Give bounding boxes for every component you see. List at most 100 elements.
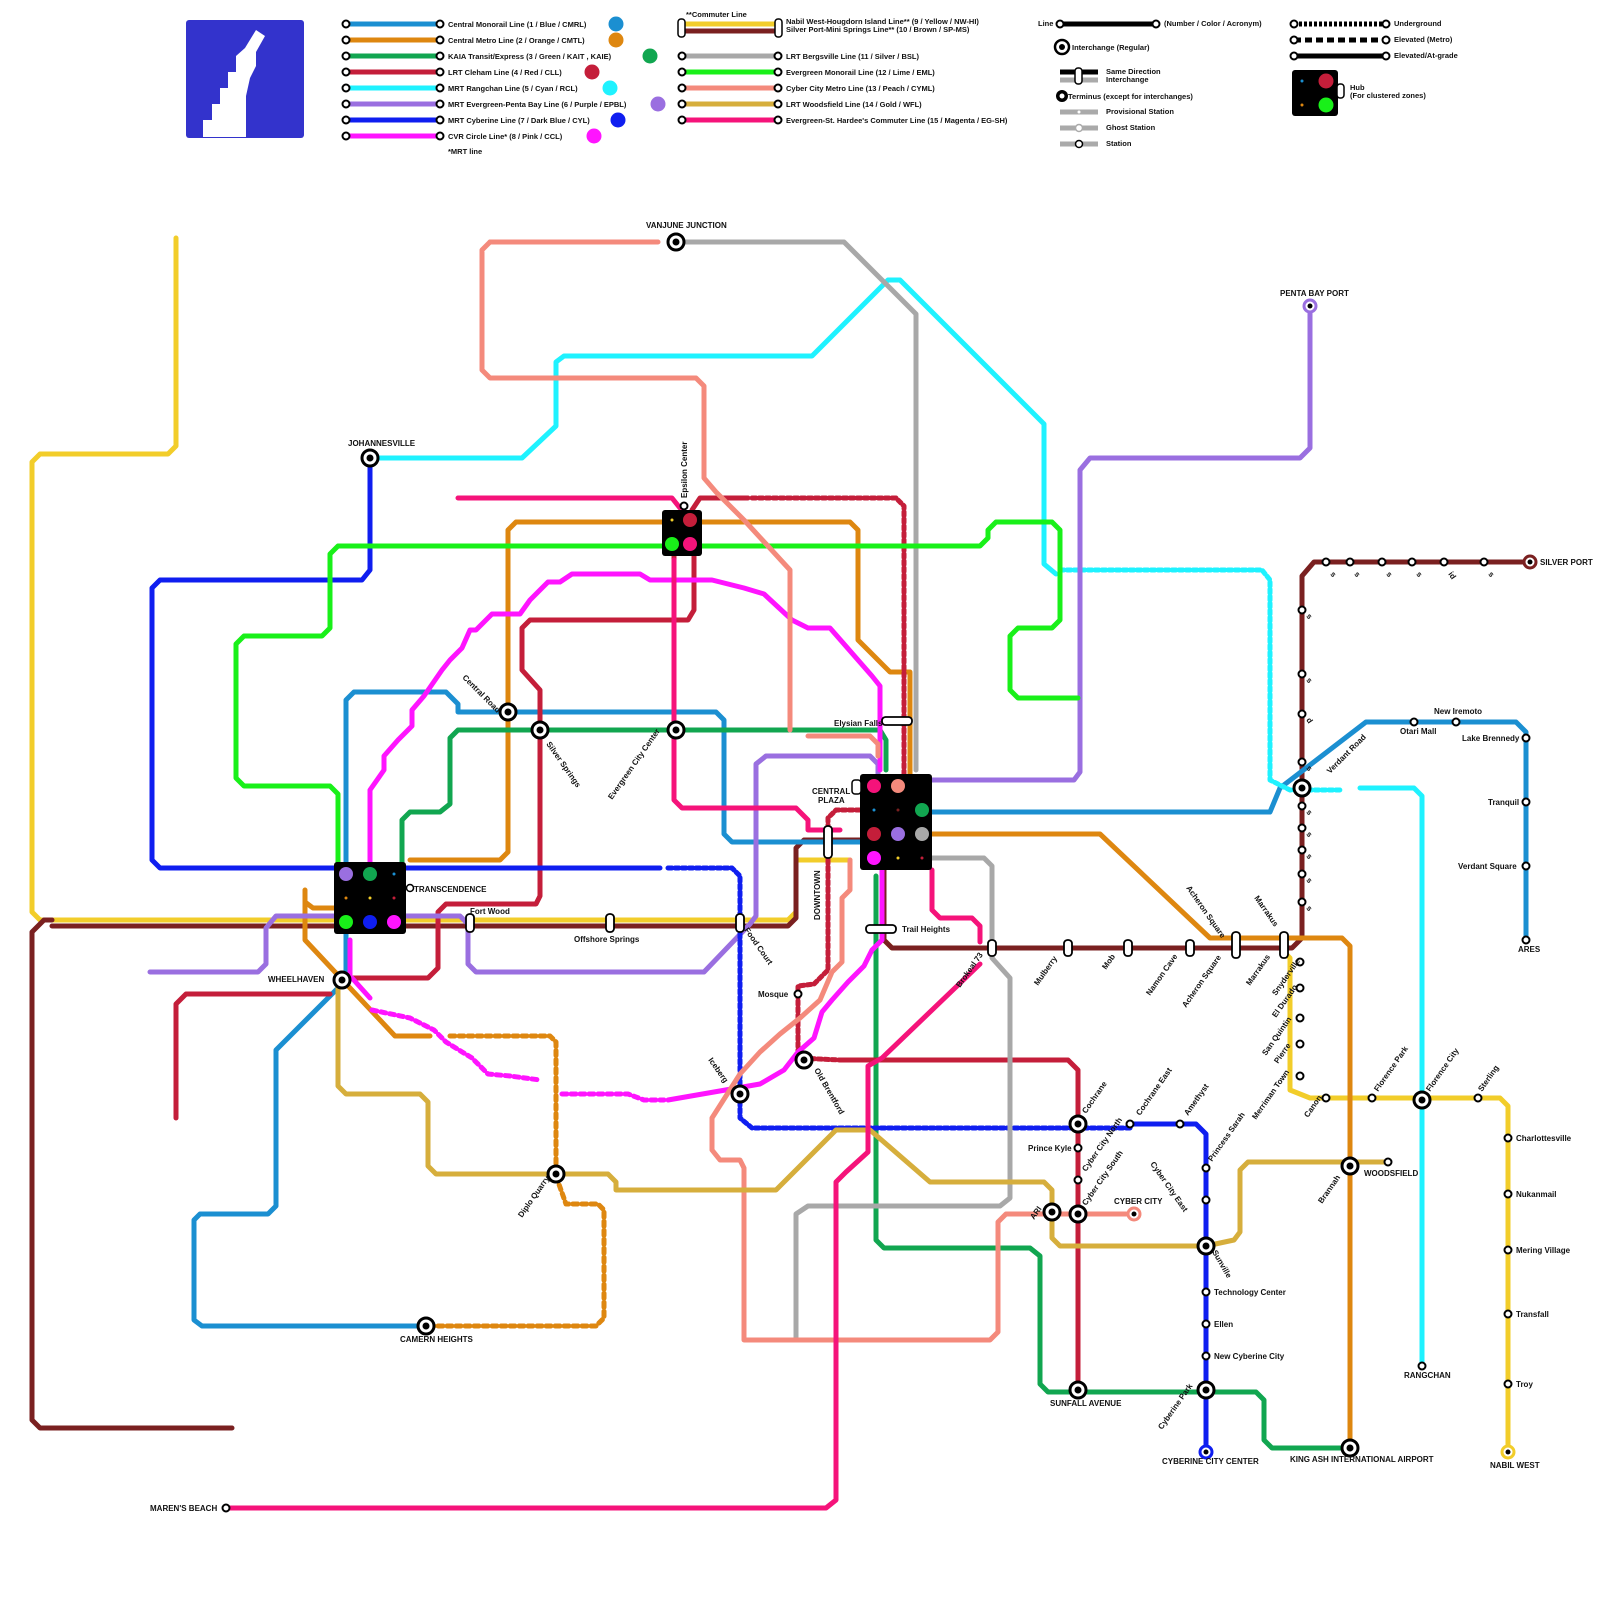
station-sterling[interactable] bbox=[1473, 1093, 1483, 1103]
station-label: PLAZA bbox=[818, 796, 845, 805]
station-label: MAREN'S BEACH bbox=[150, 1504, 217, 1513]
station-silver-port-line-stop[interactable] bbox=[1439, 557, 1449, 567]
station-label: s bbox=[1304, 852, 1314, 861]
station-nukanmail[interactable] bbox=[1503, 1189, 1513, 1199]
line-pink-ccl bbox=[347, 571, 885, 1103]
station-cyber-city-east[interactable] bbox=[1201, 1195, 1211, 1205]
station-princess-sarah[interactable] bbox=[1201, 1163, 1211, 1173]
station-troy[interactable] bbox=[1503, 1379, 1513, 1389]
station-label: SILVER PORT bbox=[1540, 558, 1593, 567]
station-cyber-city-south[interactable] bbox=[1068, 1204, 1088, 1224]
station-verdant-square[interactable] bbox=[1521, 861, 1531, 871]
same-direction-interchange bbox=[1279, 931, 1289, 959]
legend-same-dir-label-2: Interchange bbox=[1106, 75, 1149, 84]
station-silver-port-line-stop[interactable] bbox=[1407, 557, 1417, 567]
station-merriman-town[interactable] bbox=[1295, 1071, 1305, 1081]
station-vanjune-junction[interactable] bbox=[666, 232, 686, 252]
station-king-ash-airport[interactable] bbox=[1340, 1438, 1360, 1458]
legend-line-label: Nabil West-Hougdorn Island Line** (9 / Y… bbox=[786, 17, 979, 26]
station-nabil-west[interactable] bbox=[1500, 1444, 1516, 1460]
station-label: New Iremoto bbox=[1434, 707, 1482, 716]
station-silver-springs[interactable] bbox=[530, 720, 550, 740]
station-silver-port-line-stop[interactable] bbox=[1479, 557, 1489, 567]
station-silver-port-line-stop[interactable] bbox=[1297, 845, 1307, 855]
station-silver-port-line-stop[interactable] bbox=[1297, 605, 1307, 615]
station-label: Verdant Square bbox=[1458, 862, 1517, 871]
station-cyberine-city-center[interactable] bbox=[1198, 1444, 1214, 1460]
station-verdant-road[interactable] bbox=[1292, 778, 1312, 798]
station-sunville[interactable] bbox=[1196, 1236, 1216, 1256]
station-silver-port-line-stop[interactable] bbox=[1297, 897, 1307, 907]
station-silver-port-line-stop[interactable] bbox=[1321, 557, 1331, 567]
station-el-durado[interactable] bbox=[1295, 983, 1305, 993]
station-cyber-city-north[interactable] bbox=[1073, 1175, 1083, 1185]
station-marens-beach[interactable] bbox=[221, 1503, 231, 1513]
station-wheelhaven[interactable] bbox=[332, 970, 352, 990]
station-ari[interactable] bbox=[1042, 1202, 1062, 1222]
station-silver-port[interactable] bbox=[1522, 554, 1538, 570]
station-pierre[interactable] bbox=[1295, 1039, 1305, 1049]
station-new-iremoto[interactable] bbox=[1451, 717, 1461, 727]
station-johannesville[interactable] bbox=[360, 448, 380, 468]
station-epsilon-center[interactable] bbox=[679, 501, 689, 511]
station-amethyst[interactable] bbox=[1175, 1119, 1185, 1129]
station-sunfall-avenue[interactable] bbox=[1068, 1380, 1088, 1400]
legend-line-label: LRT Woodsfield Line (14 / Gold / WFL) bbox=[786, 100, 922, 109]
station-diplo-quarry[interactable] bbox=[546, 1164, 566, 1184]
station-silver-port-line-stop[interactable] bbox=[1297, 869, 1307, 879]
station-evergreen-city-center[interactable] bbox=[666, 720, 686, 740]
station-old-brentford[interactable] bbox=[794, 1050, 814, 1070]
line-red-cll bbox=[173, 517, 1081, 1395]
station-silver-port-line-stop[interactable] bbox=[1297, 801, 1307, 811]
station-silver-port-line-stop[interactable] bbox=[1297, 757, 1307, 767]
station-cochrane[interactable] bbox=[1068, 1114, 1088, 1134]
same-direction-interchange bbox=[1123, 939, 1133, 957]
station-florence-city[interactable] bbox=[1412, 1090, 1432, 1110]
station-silver-port-line-stop[interactable] bbox=[1297, 669, 1307, 679]
station-ellen[interactable] bbox=[1201, 1319, 1211, 1329]
station-snyderville[interactable] bbox=[1295, 957, 1305, 967]
station-cyberine-park[interactable] bbox=[1196, 1380, 1216, 1400]
legend-line-label: Silver Port-Mini Springs Line** (10 / Br… bbox=[786, 25, 970, 34]
station-otari-mall[interactable] bbox=[1409, 717, 1419, 727]
station-mering-village[interactable] bbox=[1503, 1245, 1513, 1255]
station-canon[interactable] bbox=[1321, 1093, 1331, 1103]
station-tranquil[interactable] bbox=[1521, 797, 1531, 807]
station-rangchan[interactable] bbox=[1417, 1361, 1427, 1371]
station-silver-port-line-stop[interactable] bbox=[1377, 557, 1387, 567]
station-label: s bbox=[1384, 570, 1394, 579]
station-san-quintin[interactable] bbox=[1295, 1013, 1305, 1023]
legend-elevated-metro-label: Elevated (Metro) bbox=[1394, 35, 1453, 44]
station-label: Charlottesville bbox=[1516, 1134, 1572, 1143]
hub-central-plaza bbox=[860, 774, 932, 870]
station-central-road[interactable] bbox=[498, 702, 518, 722]
station-new-cyberine-city[interactable] bbox=[1201, 1351, 1211, 1361]
station-mosque[interactable] bbox=[793, 989, 803, 999]
station-charlottesville[interactable] bbox=[1503, 1133, 1513, 1143]
station-silver-port-line-stop[interactable] bbox=[1297, 709, 1307, 719]
station-silver-port-line-stop[interactable] bbox=[1297, 823, 1307, 833]
station-camern-heights[interactable] bbox=[416, 1316, 436, 1336]
hub-line-dot bbox=[392, 896, 396, 900]
station-brannah[interactable] bbox=[1340, 1156, 1360, 1176]
station-label: ARES bbox=[1518, 945, 1541, 954]
line-lime-eml bbox=[233, 519, 1081, 865]
station-transfall[interactable] bbox=[1503, 1309, 1513, 1319]
station-florence-park[interactable] bbox=[1367, 1093, 1377, 1103]
station-woodsfield[interactable] bbox=[1383, 1157, 1393, 1167]
station-technology-center[interactable] bbox=[1201, 1287, 1211, 1297]
station-cochrane-east[interactable] bbox=[1125, 1119, 1135, 1129]
station-lake-brennedy[interactable] bbox=[1521, 733, 1531, 743]
station-penta-bay-port[interactable] bbox=[1302, 298, 1318, 314]
station-iceberg[interactable] bbox=[730, 1084, 750, 1104]
station-prince-kyle[interactable] bbox=[1073, 1143, 1083, 1153]
legend-line-label: KAIA Transit/Express (3 / Green / KAIT ,… bbox=[448, 52, 612, 61]
station-cyber-city[interactable] bbox=[1126, 1206, 1142, 1222]
station-silver-port-line-stop[interactable] bbox=[1345, 557, 1355, 567]
station-label: s bbox=[1304, 764, 1314, 773]
hub-line-dot bbox=[363, 867, 377, 881]
station-label: Troy bbox=[1516, 1380, 1533, 1389]
station-ares[interactable] bbox=[1521, 935, 1531, 945]
legend-line-label: Central Monorail Line (1 / Blue / CMRL) bbox=[448, 20, 587, 29]
same-direction-interchange bbox=[1185, 939, 1195, 957]
